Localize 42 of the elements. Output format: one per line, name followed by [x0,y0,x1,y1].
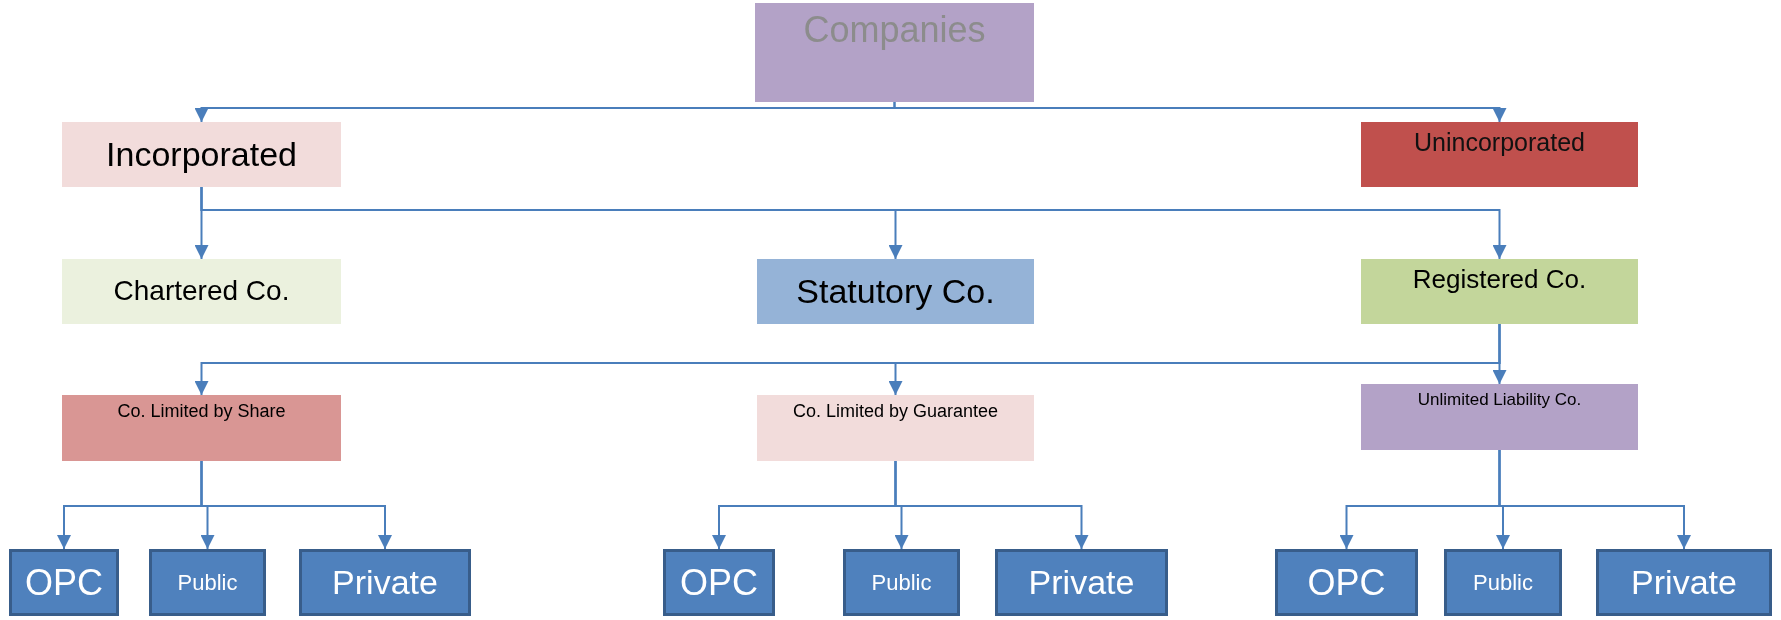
category-box [1444,549,1562,616]
category-box [1596,549,1772,616]
box-label: Private [1631,562,1737,603]
arrow [200,186,1507,260]
box-label: Statutory Co. [796,271,995,312]
box-label: Private [332,562,438,603]
arrow [1498,449,1691,550]
box-label: Unincorporated [1414,128,1585,157]
category-box [62,395,341,461]
box-label: Incorporated [106,134,297,175]
category-box [1361,384,1638,450]
box-label: Unlimited Liability Co. [1417,390,1582,410]
arrow [893,101,1507,123]
box-label: Registered Co. [1412,265,1587,295]
category-box [1275,549,1418,616]
category-box [757,395,1034,461]
box-label: Public [871,569,932,596]
category-box [62,259,341,324]
box-label: OPC [25,561,103,604]
arrow [1492,323,1507,385]
box-label: Co. Limited by Guarantee [792,401,999,422]
box-label: Companies [803,9,986,51]
box-label: Public [1473,569,1533,596]
box-label: Private [1028,562,1135,603]
box-label: Co. Limited by Share [117,401,286,422]
category-box [1361,122,1638,187]
category-box [9,549,119,616]
category-box [757,259,1034,324]
category-box [843,549,960,616]
box-label: Chartered Co. [113,275,290,308]
category-box [1361,259,1638,324]
category-box [995,549,1168,616]
category-box [663,549,775,616]
category-box [755,3,1034,102]
box-label: OPC [1307,561,1386,604]
arrow [894,460,1089,550]
box-label: Public [177,569,238,596]
category-box [149,549,266,616]
category-box [299,549,471,616]
category-box [62,122,341,187]
box-label: OPC [680,561,758,604]
arrow [200,460,392,550]
